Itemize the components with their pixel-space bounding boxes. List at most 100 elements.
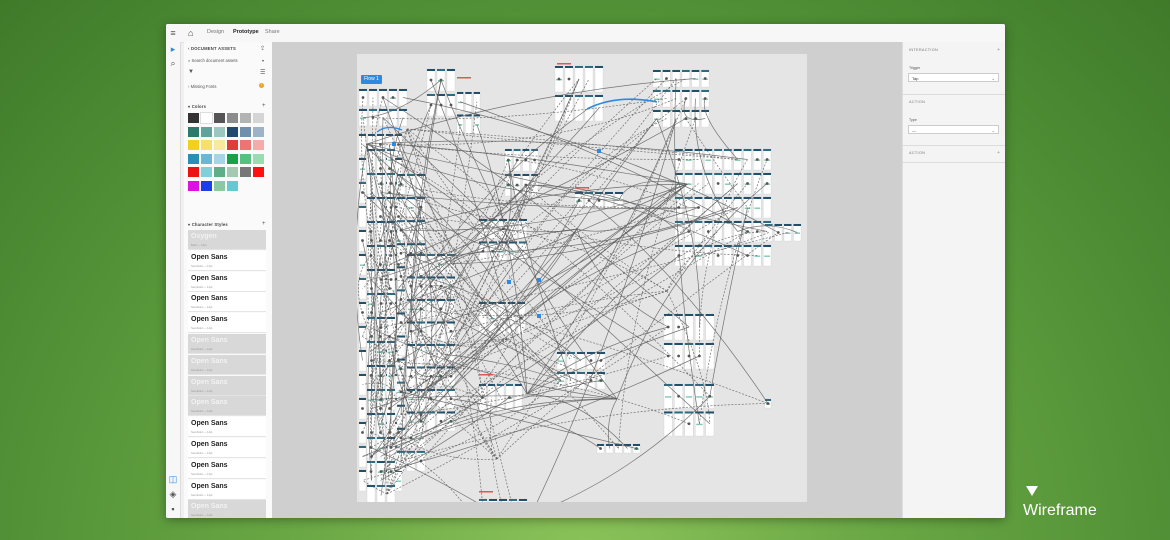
- screen-header[interactable]: [417, 321, 425, 324]
- connector-node[interactable]: [746, 254, 749, 257]
- assets-panel-icon[interactable]: ◫: [168, 474, 178, 484]
- screen-content[interactable]: [696, 396, 703, 398]
- screen-content[interactable]: [360, 264, 365, 266]
- screen-thumbnail[interactable]: [465, 91, 472, 112]
- screen-header[interactable]: [509, 241, 517, 244]
- screen-header[interactable]: [684, 149, 693, 151]
- add-color-icon[interactable]: +: [262, 103, 266, 109]
- connector-node[interactable]: [677, 354, 680, 358]
- screen-header[interactable]: [397, 174, 405, 176]
- connector-node[interactable]: [684, 97, 688, 100]
- screen-header[interactable]: [691, 90, 700, 92]
- screen-header[interactable]: [377, 197, 385, 199]
- screen-header[interactable]: [694, 173, 703, 175]
- screen-header[interactable]: [397, 220, 405, 223]
- screen-header[interactable]: [377, 365, 385, 367]
- screen-header[interactable]: [379, 89, 387, 91]
- screen-header[interactable]: [417, 344, 425, 346]
- screen-header[interactable]: [701, 70, 709, 72]
- screen-header[interactable]: [743, 173, 752, 175]
- screen-header[interactable]: [765, 224, 773, 226]
- screen-header[interactable]: [606, 444, 613, 446]
- screen-thumbnail[interactable]: [714, 148, 723, 171]
- screen-header[interactable]: [531, 149, 538, 151]
- screen-header[interactable]: [505, 149, 512, 151]
- connector-node[interactable]: [409, 321, 413, 324]
- list-view-icon[interactable]: ☰: [260, 70, 266, 76]
- screen-header[interactable]: [763, 221, 771, 223]
- screen-header[interactable]: [386, 134, 393, 136]
- color-swatch[interactable]: [240, 126, 251, 137]
- screen-header[interactable]: [694, 245, 703, 247]
- screen-header[interactable]: [714, 245, 722, 247]
- screen-header[interactable]: [447, 276, 455, 279]
- screen-header[interactable]: [684, 245, 693, 247]
- connector-node[interactable]: [379, 278, 383, 281]
- colors-section-header[interactable]: ▾ Colors: [188, 104, 206, 109]
- screen-header[interactable]: [447, 321, 455, 324]
- screen-header[interactable]: [367, 149, 375, 151]
- color-swatch[interactable]: [214, 180, 225, 191]
- screen-header[interactable]: [359, 134, 366, 136]
- back-chevron-icon[interactable]: ‹: [188, 46, 190, 51]
- color-swatch[interactable]: [201, 153, 212, 164]
- home-icon[interactable]: ⌂: [188, 28, 194, 38]
- connector-node[interactable]: [439, 284, 443, 288]
- screen-thumbnail[interactable]: [674, 220, 683, 243]
- connector-node[interactable]: [361, 96, 365, 99]
- connector-node[interactable]: [369, 470, 373, 473]
- screen-header[interactable]: [753, 245, 762, 247]
- screen-content[interactable]: [408, 398, 414, 401]
- color-swatch[interactable]: [188, 180, 199, 191]
- connector-node[interactable]: [481, 249, 485, 253]
- connector-node[interactable]: [379, 263, 382, 266]
- screen-header[interactable]: [479, 219, 487, 221]
- screen-header[interactable]: [369, 89, 377, 91]
- connector-node[interactable]: [397, 431, 400, 434]
- screen-header[interactable]: [359, 109, 367, 111]
- screen-header[interactable]: [753, 173, 762, 175]
- screen-header[interactable]: [473, 114, 480, 117]
- screen-header[interactable]: [359, 302, 366, 304]
- connector-node[interactable]: [370, 239, 373, 242]
- connector-node[interactable]: [397, 263, 400, 266]
- screen-header[interactable]: [714, 221, 722, 223]
- screen-thumbnail[interactable]: [594, 65, 604, 93]
- screen-header[interactable]: [694, 221, 703, 223]
- layers-panel-icon[interactable]: ◈: [169, 489, 177, 499]
- connector-node[interactable]: [698, 354, 701, 358]
- screen-header[interactable]: [733, 221, 742, 223]
- connector-node[interactable]: [409, 329, 413, 333]
- connector-node[interactable]: [577, 199, 581, 202]
- connector-node[interactable]: [429, 284, 433, 288]
- connector-node[interactable]: [388, 167, 391, 170]
- screen-header[interactable]: [662, 70, 671, 72]
- screen-header[interactable]: [743, 197, 752, 199]
- connector-node[interactable]: [776, 231, 780, 234]
- canvas[interactable]: Flow 1: [272, 42, 902, 518]
- connector-node[interactable]: [370, 431, 373, 434]
- screen-content[interactable]: [654, 78, 660, 80]
- screen-header[interactable]: [724, 221, 732, 223]
- screen-header[interactable]: [704, 173, 713, 175]
- screen-header[interactable]: [387, 197, 395, 199]
- zoom-tool-icon[interactable]: ⌕: [170, 58, 176, 68]
- screen-header[interactable]: [359, 158, 366, 160]
- connector-node[interactable]: [399, 436, 403, 440]
- color-swatch[interactable]: [227, 126, 238, 137]
- screen-content[interactable]: [685, 183, 692, 185]
- connector-node[interactable]: [506, 158, 510, 162]
- color-swatch[interactable]: [227, 113, 238, 123]
- connector-node[interactable]: [379, 398, 383, 401]
- screen-thumbnail[interactable]: [723, 148, 732, 171]
- screen-header[interactable]: [733, 197, 742, 199]
- connector-node[interactable]: [755, 230, 759, 233]
- connector-node[interactable]: [666, 354, 670, 358]
- screen-header[interactable]: [672, 90, 680, 92]
- screen-thumbnail[interactable]: [705, 342, 715, 370]
- connector-node[interactable]: [397, 359, 400, 362]
- screen-header[interactable]: [427, 366, 435, 369]
- color-swatch[interactable]: [214, 167, 225, 177]
- screen-header[interactable]: [724, 173, 732, 175]
- screen-content[interactable]: [754, 207, 761, 209]
